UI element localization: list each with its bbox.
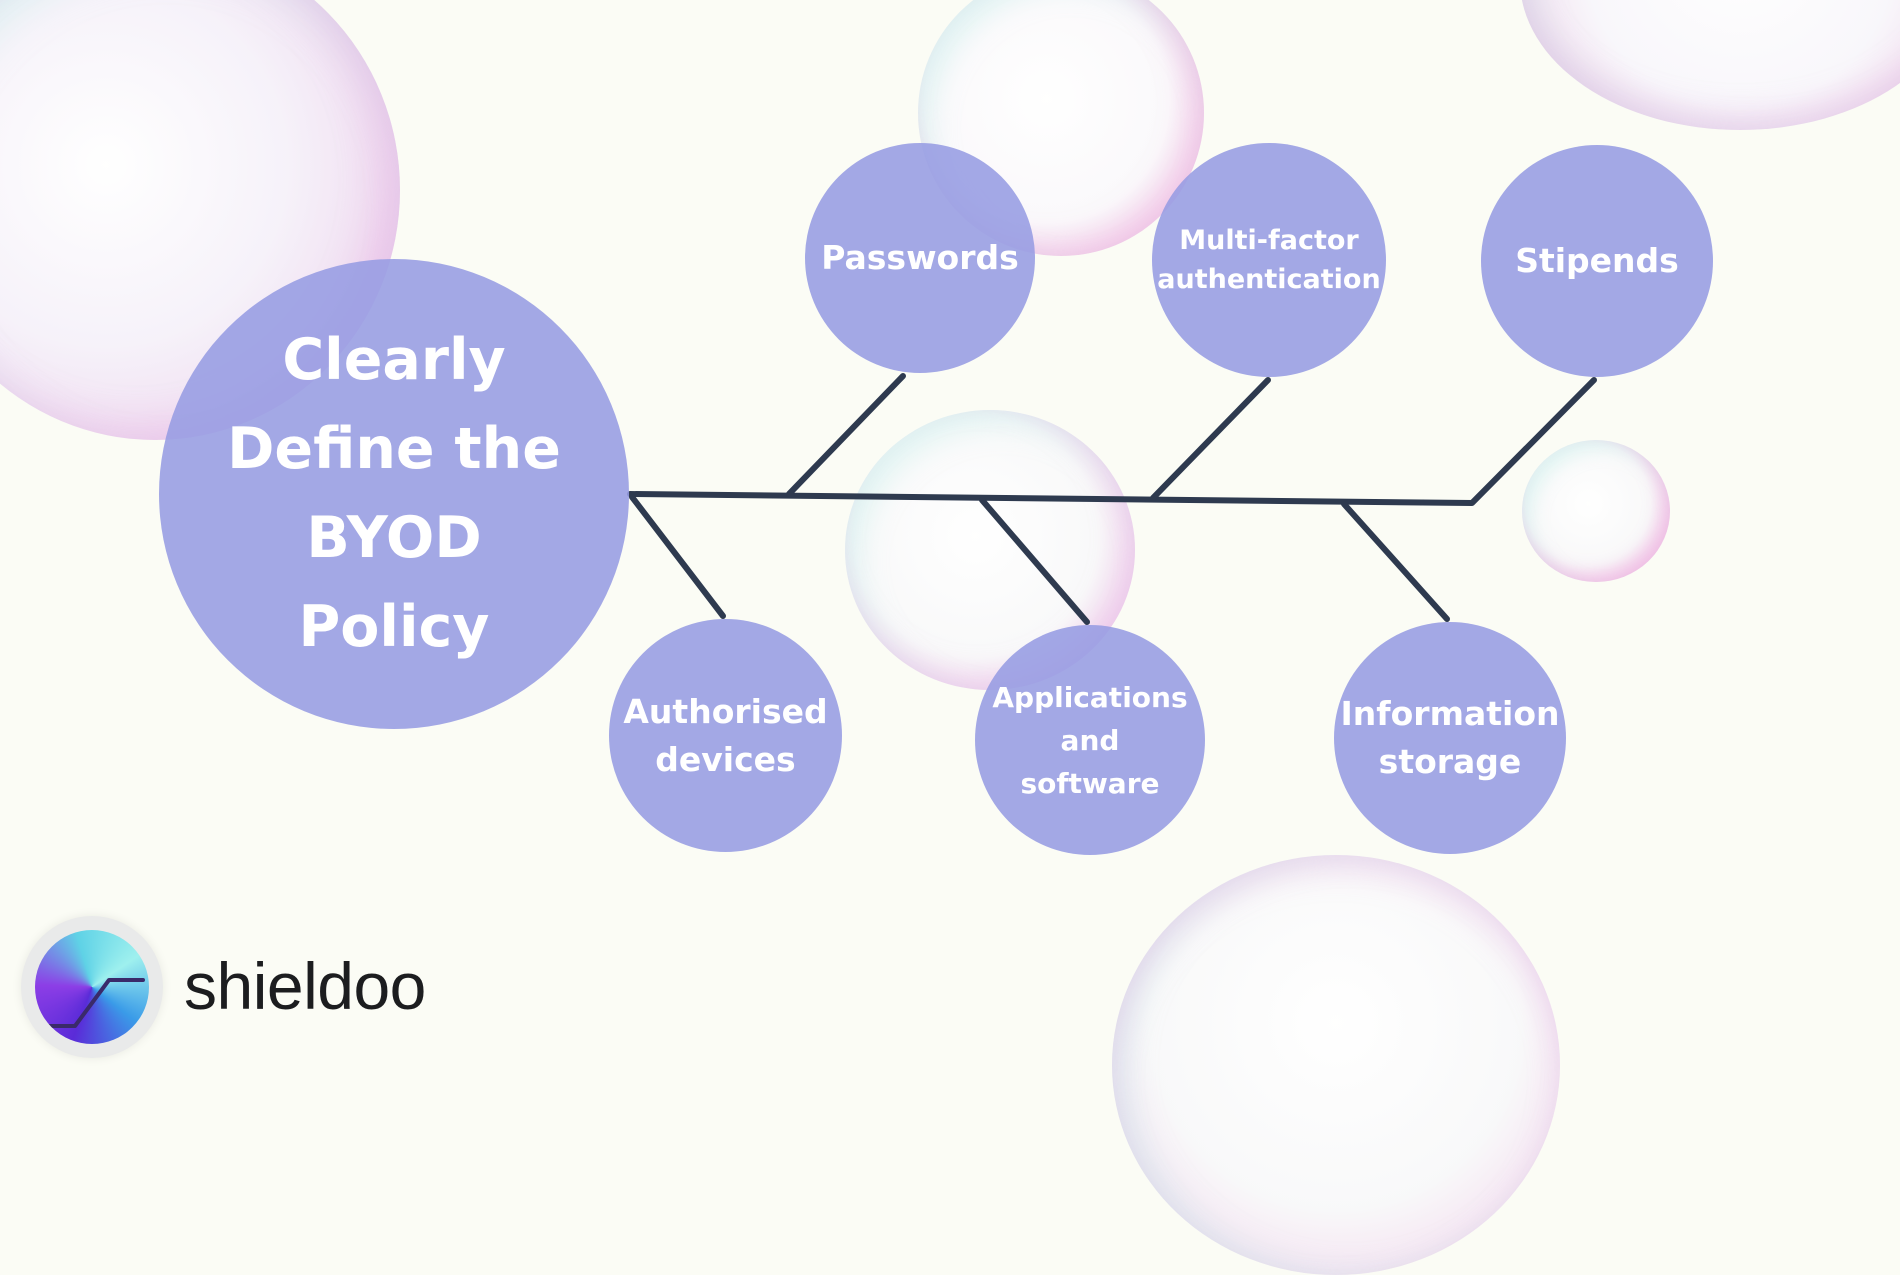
branch-node-multi-factor: Multi-factor authentication (1152, 143, 1386, 377)
connector-information-storage (1341, 501, 1450, 622)
branch-node-information-storage: Information storage (1334, 622, 1566, 854)
branch-node-passwords: Passwords (805, 143, 1035, 373)
branch-node-authorised-devices: Authorised devices (609, 619, 842, 852)
logo-swoosh (39, 978, 145, 1028)
shieldoo-logo-icon (21, 916, 163, 1058)
branch-label: Authorised devices (623, 691, 828, 779)
main-topic-label: Clearly Define the BYOD Policy (227, 327, 561, 660)
logo-gradient (35, 930, 149, 1044)
brand-name: shieldoo (184, 949, 426, 1023)
connector-applications (979, 497, 1090, 625)
branch-label: Information storage (1340, 694, 1560, 781)
branch-node-stipends: Stipends (1481, 145, 1713, 377)
connector-authorised-devices (629, 494, 726, 619)
branch-label: Passwords (821, 238, 1019, 277)
branch-label: Stipends (1515, 241, 1679, 280)
spine-line (627, 377, 1597, 506)
branch-label: Multi-factor authentication (1157, 225, 1381, 295)
main-topic-node: Clearly Define the BYOD Policy (159, 259, 629, 729)
fishbone-connectors (627, 373, 1597, 625)
branch-node-applications: Applications and software (975, 625, 1205, 855)
branch-label: Applications and software (992, 680, 1188, 800)
connector-multi-factor (1150, 377, 1271, 501)
connector-passwords (786, 373, 906, 497)
